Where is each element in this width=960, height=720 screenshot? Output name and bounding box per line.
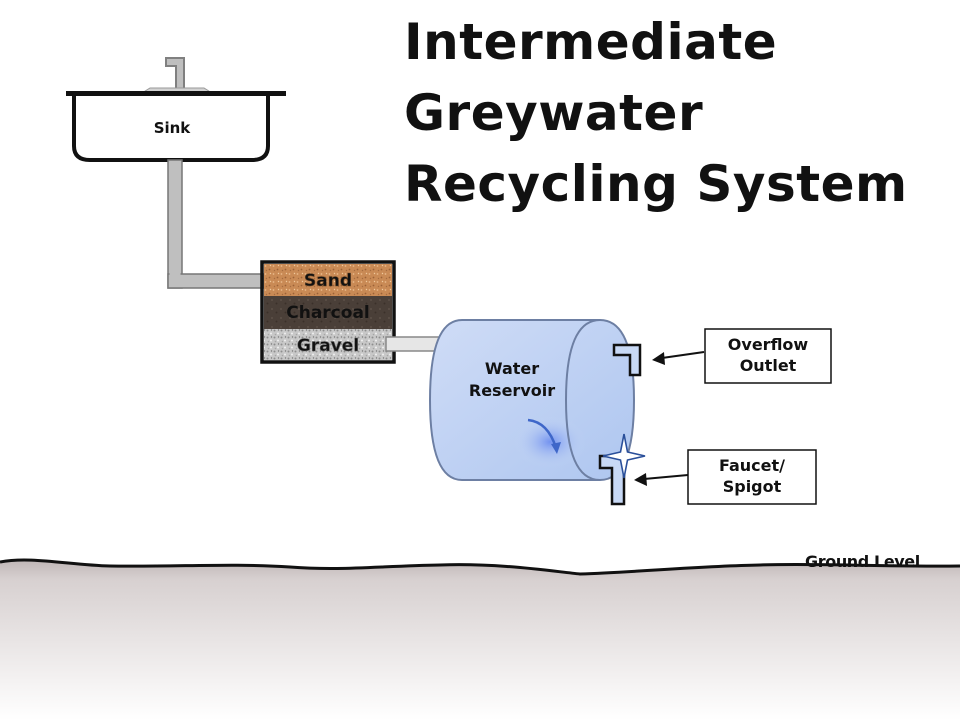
sparkle-icon bbox=[602, 433, 646, 479]
overflow-arrow bbox=[652, 351, 705, 365]
ground-line bbox=[0, 558, 960, 576]
reservoir-label-line1: Water bbox=[485, 359, 539, 378]
faucet-arrow bbox=[634, 473, 689, 486]
reservoir-label-line2: Reservoir bbox=[469, 381, 555, 400]
filter-gravel-layer bbox=[264, 329, 392, 360]
overflow-label-line2: Outlet bbox=[739, 356, 797, 375]
water-reservoir bbox=[428, 319, 636, 481]
ground-level-label: Ground Level bbox=[805, 552, 920, 571]
title-line-3: Recycling System bbox=[404, 155, 908, 213]
outlet-pipe bbox=[385, 336, 443, 352]
filter-sand-layer bbox=[264, 264, 392, 296]
ground-fill bbox=[0, 559, 960, 720]
faucet-label-line2: Spigot bbox=[722, 477, 782, 496]
filter-sand-label: Sand bbox=[304, 271, 352, 291]
title-line-2: Greywater bbox=[404, 84, 704, 142]
filter-charcoal-layer bbox=[264, 296, 392, 329]
filter-charcoal-label: Charcoal bbox=[286, 303, 370, 323]
title-line-1: Intermediate bbox=[404, 13, 778, 71]
faucet-callout-text: Faucet/ Spigot bbox=[688, 455, 816, 497]
overflow-label-line1: Overflow bbox=[727, 335, 809, 354]
drain-pipe bbox=[167, 159, 265, 289]
filter-gravel-label: Gravel bbox=[297, 336, 359, 356]
faucet-callout-box bbox=[687, 449, 817, 505]
overflow-callout-box bbox=[704, 328, 832, 384]
overflow-pipe-icon bbox=[612, 343, 642, 377]
overflow-callout-text: Overflow Outlet bbox=[705, 334, 831, 376]
sink-label: Sink bbox=[154, 119, 192, 137]
faucet-label-line1: Faucet/ bbox=[718, 456, 785, 475]
faucet-icon bbox=[140, 57, 214, 95]
filter-box bbox=[260, 260, 396, 364]
